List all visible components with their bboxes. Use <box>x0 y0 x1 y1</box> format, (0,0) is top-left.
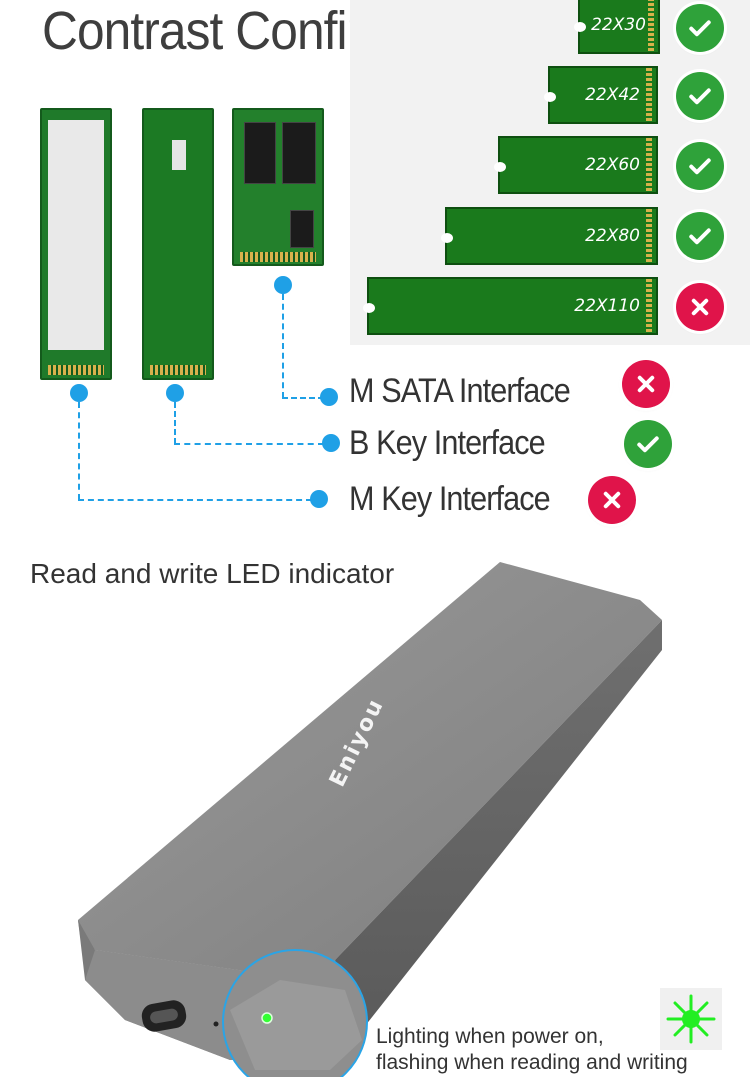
connector-line <box>174 443 324 445</box>
size-bar-label: 22X80 <box>585 226 640 246</box>
size-bar-label: 22X60 <box>585 155 640 175</box>
connector-dot-mkey <box>70 384 88 402</box>
size-bar-22x30: 22X30 <box>574 0 660 54</box>
cross-icon <box>588 476 636 524</box>
size-bar-22x60: 22X60 <box>494 136 658 194</box>
size-bar-label: 22X42 <box>585 85 640 105</box>
led-indicator-title: Read and write LED indicator <box>30 558 395 589</box>
size-bar-label: 22X110 <box>574 296 640 316</box>
interface-label-bkey: B Key Interface <box>349 424 546 462</box>
b-key-ssd-card <box>142 108 214 380</box>
connector-line <box>174 402 176 444</box>
connector-line <box>282 294 284 398</box>
interface-label-mkey: M Key Interface <box>349 480 551 518</box>
lighting-line-2: flashing when reading and writing <box>376 1051 688 1074</box>
size-bar-label: 22X30 <box>591 15 646 35</box>
connector-line <box>78 499 312 501</box>
connector-dot-msata-end <box>320 388 338 406</box>
size-bar-22x110: 22X110 <box>363 277 658 335</box>
ssd-enclosure-illustration <box>78 562 662 1077</box>
connector-dot-bkey-end <box>322 434 340 452</box>
interface-label-msata: M SATA Interface <box>349 372 571 410</box>
connector-line <box>78 402 80 500</box>
msata-ssd-card <box>232 108 324 266</box>
size-bar-22x80: 22X80 <box>441 207 658 265</box>
cross-icon <box>622 360 670 408</box>
size-bar-22x42: 22X42 <box>544 66 658 124</box>
lighting-description: Lighting when power on, flashing when re… <box>376 1024 688 1076</box>
lighting-line-1: Lighting when power on, <box>376 1025 604 1048</box>
check-icon <box>624 420 672 468</box>
check-icon <box>676 72 724 120</box>
led-light-icon <box>660 988 722 1050</box>
connector-dot-msata <box>274 276 292 294</box>
connector-dot-mkey-end <box>310 490 328 508</box>
check-icon <box>676 4 724 52</box>
check-icon <box>676 142 724 190</box>
connector-dot-bkey <box>166 384 184 402</box>
connector-line <box>282 397 324 399</box>
cross-icon <box>676 283 724 331</box>
m-key-ssd-card <box>40 108 112 380</box>
check-icon <box>676 212 724 260</box>
